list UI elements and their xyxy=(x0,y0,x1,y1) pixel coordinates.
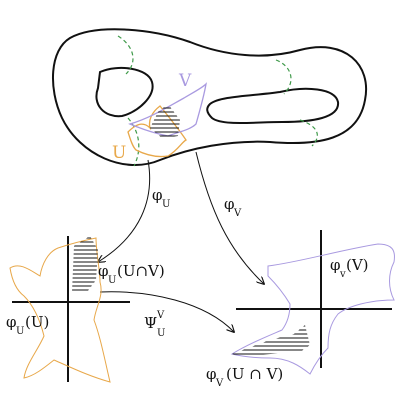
manifold-surface: U V xyxy=(52,28,368,167)
open-set-V xyxy=(128,82,207,137)
arrow-phi-V xyxy=(195,151,264,284)
phi-V-UV-subscript: V xyxy=(215,378,224,389)
label-phi-V-of-UV: φ V (U ∩ V) xyxy=(206,365,283,389)
phi-V-UV-symbol: φ xyxy=(206,365,217,383)
seam-curves xyxy=(117,35,318,167)
arrow-phi-U xyxy=(98,159,151,262)
phi-U-U-symbol: φ xyxy=(6,313,17,331)
Psi-symbol: Ψ xyxy=(144,314,157,332)
manifold-outer-boundary xyxy=(52,28,368,166)
arrow-phi-V-label: φ V xyxy=(224,195,242,219)
Psi-superscript: V xyxy=(156,310,165,321)
label-phi-U-of-U: φ U (U) xyxy=(6,313,49,337)
phi-v-V-subscript: v xyxy=(339,269,346,280)
arrow-transition-Psi xyxy=(99,291,234,332)
manifold-right-hole xyxy=(206,87,340,124)
phi-V-image-region xyxy=(230,243,395,375)
phi-U-image-region xyxy=(9,237,111,383)
phi-U-symbol: φ xyxy=(152,186,163,204)
label-transition-Psi: Ψ V U xyxy=(144,310,165,339)
label-U: U xyxy=(112,143,126,163)
phi-U-U-subscript: U xyxy=(16,326,24,337)
Psi-subscript: U xyxy=(157,328,165,339)
phi-v-V-argument: (V) xyxy=(346,256,369,274)
phi-V-UV-argument: (U ∩ V) xyxy=(226,365,283,383)
phi-U-subscript: U xyxy=(162,199,170,210)
phi-U-UV-argument: (U∩V) xyxy=(117,262,165,280)
label-phi-U-of-UV: φ U (U∩V) xyxy=(98,262,165,286)
chart-arrows xyxy=(98,151,264,332)
intersection-UV-right-chart xyxy=(232,325,310,355)
phi-V-subscript: V xyxy=(233,208,242,219)
open-set-U xyxy=(127,105,187,158)
seam-top-right xyxy=(275,59,292,95)
phi-U-U-argument: (U) xyxy=(25,313,49,331)
seam-top-left xyxy=(117,35,134,75)
phi-v-V-symbol: φ xyxy=(330,256,341,274)
arrow-phi-U-label: φ U xyxy=(152,186,170,210)
label-V: V xyxy=(178,71,192,91)
chart-left: φ U (U∩V) φ U (U) xyxy=(6,236,165,383)
label-phi-v-of-V: φ v (V) xyxy=(330,256,369,280)
phi-U-UV-subscript: U xyxy=(108,275,116,286)
phi-U-UV-symbol: φ xyxy=(98,262,109,280)
intersection-UV-left-chart xyxy=(72,237,98,291)
chart-right: φ v (V) φ V (U ∩ V) xyxy=(206,230,395,389)
manifold-left-hole xyxy=(95,66,154,118)
phi-V-symbol: φ xyxy=(224,195,235,213)
